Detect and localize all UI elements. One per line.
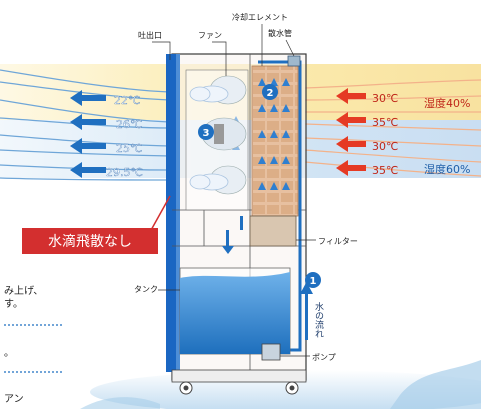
water-flow-label: 水の流れ <box>313 301 324 338</box>
svg-text:2: 2 <box>267 88 274 99</box>
wheels <box>179 381 299 395</box>
step-badge-3: 3 <box>198 124 214 140</box>
cabinet-base <box>171 369 307 383</box>
splash-left <box>80 397 160 409</box>
inlet-temp-3: 30℃ <box>372 140 398 153</box>
sprinkler-pipe-label: 散水管 <box>268 28 292 38</box>
outlet-temp-2: 26℃ <box>116 118 142 131</box>
outlet-temp-3: 25℃ <box>116 142 142 155</box>
fan-label: ファン <box>198 31 222 40</box>
no-splash-pointer <box>149 195 171 233</box>
outlet-arrows <box>70 90 106 178</box>
sprinkler-head <box>287 55 301 67</box>
left-text-4: アン <box>4 394 24 405</box>
left-text-3: 。 <box>4 348 14 359</box>
inlet-air-streams <box>304 79 481 177</box>
humidity-60-label: 湿度60% <box>424 162 470 176</box>
no-splash-badge: 水滴飛散なし <box>22 228 158 254</box>
splash-right <box>390 360 481 409</box>
inlet-temp-4: 35℃ <box>372 164 398 177</box>
tank-label: タンク <box>134 285 158 294</box>
step-badge-1: 1 <box>305 272 321 288</box>
fan-leader <box>212 41 227 76</box>
svg-text:3: 3 <box>203 128 210 139</box>
filter-label: フィルター <box>318 237 358 246</box>
water-flow-arrow <box>300 282 313 340</box>
tank <box>179 267 291 355</box>
outlet-temp-1: 22℃ <box>114 94 140 107</box>
left-text-2: す。 <box>4 298 23 310</box>
sprinkler-pipe-leader <box>285 39 295 57</box>
svg-text:水滴飛散なし: 水滴飛散なし <box>48 233 132 250</box>
outlet-label: 吐出口 <box>138 30 162 40</box>
step-badge-2: 2 <box>262 84 278 100</box>
inlet-temp-2: 35℃ <box>372 116 398 129</box>
humidity-40-label: 湿度40% <box>424 96 470 110</box>
inlet-temp-1: 30℃ <box>372 92 398 105</box>
drip-arrows <box>222 216 243 254</box>
outlet-temp-4: 29.5℃ <box>106 166 143 179</box>
inlet-arrows <box>336 88 366 176</box>
cooling-element-label: 冷却エレメント <box>232 12 288 22</box>
left-text-1: み上げ、 <box>4 285 43 297</box>
pump <box>261 343 281 361</box>
outlet-air-clouds <box>189 85 229 191</box>
filter <box>249 215 297 247</box>
outlet-leader <box>152 41 171 60</box>
svg-text:1: 1 <box>310 276 317 287</box>
pump-label: ポンプ <box>312 353 336 362</box>
